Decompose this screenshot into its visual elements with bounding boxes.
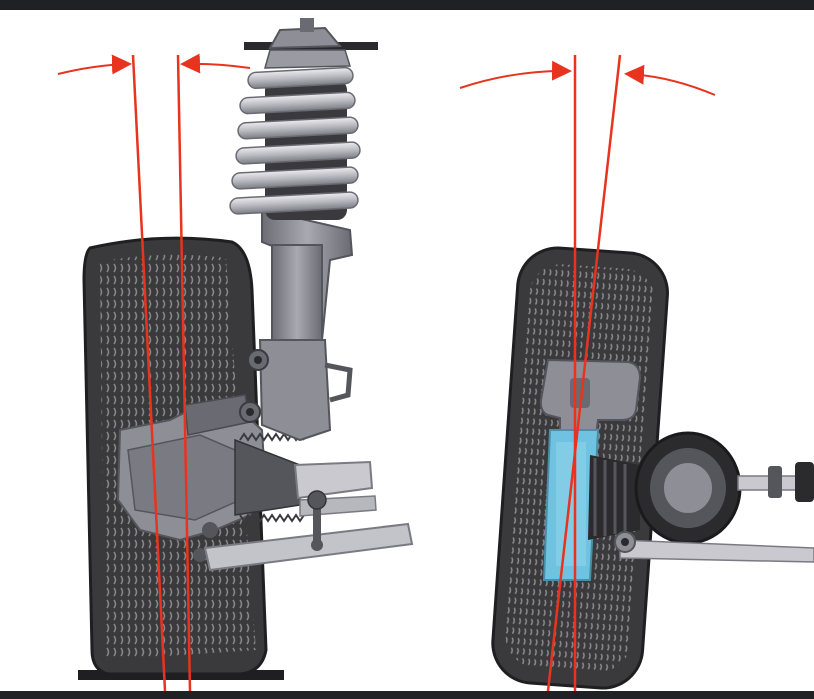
right-suspension-housing [634,431,742,545]
right-lower-link [614,531,814,563]
left-vertical-reference-line [131,54,167,691]
left-coil-spring [229,66,361,220]
left-arc-arrow-outer [57,54,132,75]
left-stabilizer-link [307,490,327,551]
camber-diagram [57,18,814,691]
right-axle-boot [588,455,640,540]
left-arc-arrow-inner [180,53,251,74]
right-arc-arrow-inner [624,64,716,96]
right-tie-rod [737,462,814,502]
left-top-mount [244,18,378,69]
right-camber-line [546,54,622,691]
right-wheel-diagram [459,54,814,691]
left-drive-shaft [293,460,374,500]
diagram-canvas [0,10,814,691]
left-camber-line [176,54,192,691]
left-cv-boot [234,432,305,523]
right-arc-arrow-outer [459,60,572,89]
left-strut [239,208,354,442]
left-suspension-diagram [57,18,414,691]
